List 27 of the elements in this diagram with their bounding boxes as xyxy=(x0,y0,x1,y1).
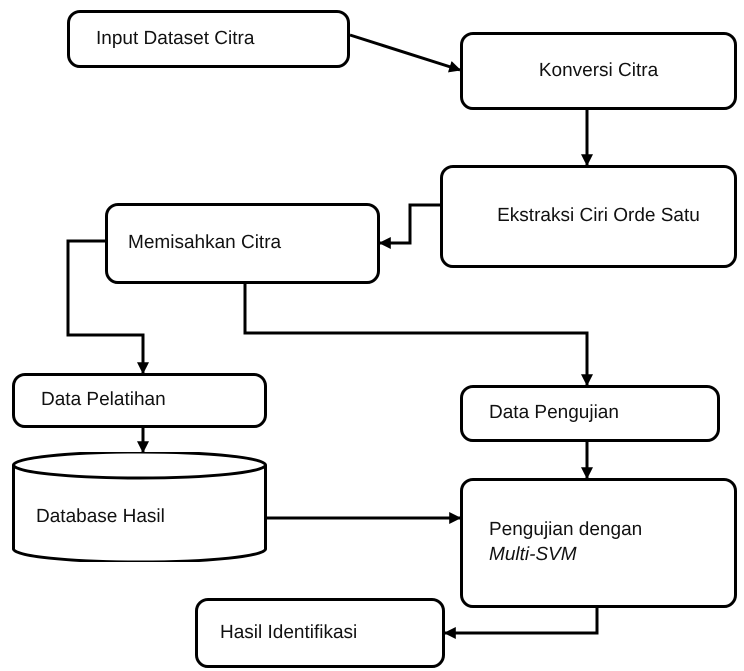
arrow xyxy=(267,512,462,524)
process-box xyxy=(12,373,267,428)
arrow xyxy=(137,428,149,454)
arrow xyxy=(378,204,440,249)
node-label: Memisahkan Citra xyxy=(128,231,282,256)
arrow xyxy=(581,442,593,480)
database-cylinder xyxy=(12,452,267,562)
arrow xyxy=(581,110,593,166)
process-box xyxy=(460,32,737,110)
node-label: Ekstraksi Ciri Orde Satu xyxy=(496,204,701,228)
arrow xyxy=(244,284,593,386)
node-label: Hasil Identifikasi xyxy=(220,620,358,645)
process-box xyxy=(105,203,380,284)
arrow xyxy=(350,34,462,72)
process-box xyxy=(460,478,737,608)
process-box xyxy=(440,165,737,268)
node-label: Input Dataset Citra xyxy=(96,26,254,51)
process-box xyxy=(67,10,350,68)
arrow xyxy=(444,608,598,639)
process-box xyxy=(460,385,720,442)
node-label: Data Pelatihan xyxy=(41,388,166,412)
node-label: Pengujian dengan Multi-SVM xyxy=(489,518,644,567)
process-box xyxy=(195,598,445,668)
node-label: Data Pengujian xyxy=(489,401,619,426)
node-label: Konversi Citra xyxy=(538,58,658,83)
arrow xyxy=(66,240,149,374)
node-label: Database Hasil xyxy=(36,504,165,529)
